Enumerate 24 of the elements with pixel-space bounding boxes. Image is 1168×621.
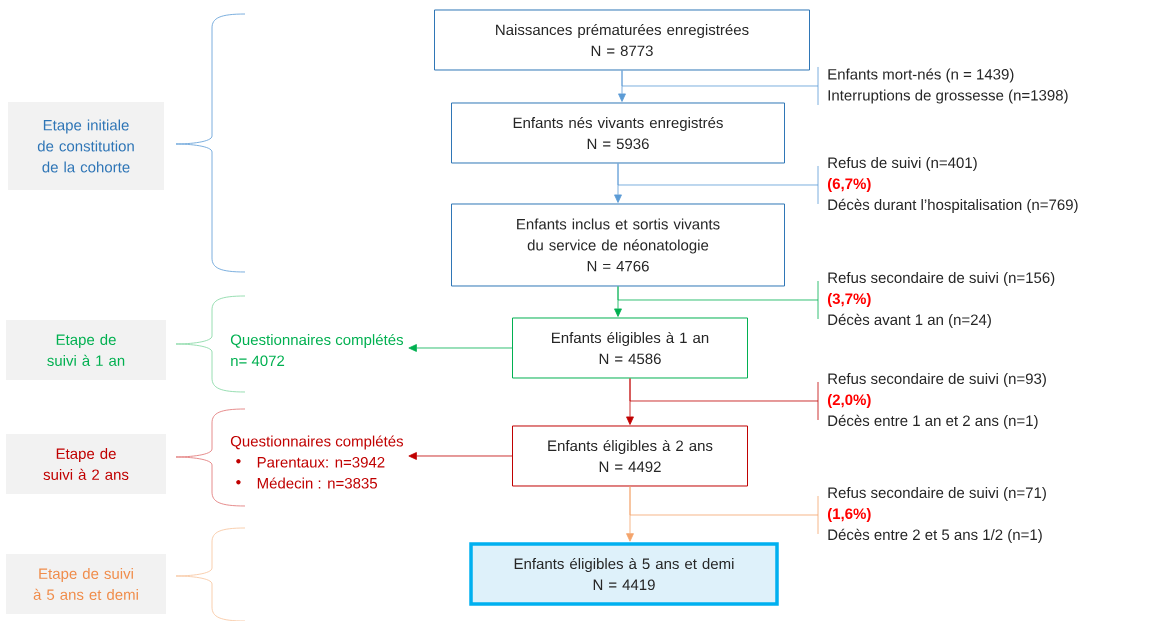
- branch-line: [621, 70, 819, 87]
- arrow: [408, 344, 513, 352]
- branch-line: [629, 486, 819, 516]
- stage-label: Etape de suivi à 2 ans: [6, 434, 166, 494]
- stage-label: Etape de suivi à 5 ans et demi: [6, 554, 166, 614]
- process-box: Enfants nés vivants enregistrés N = 5936: [451, 102, 785, 164]
- exclusion-note: Refus secondaire de suivi (n=156) (3,7%) Décès avant 1 an (n=24): [827, 272, 1055, 328]
- branch-line: [617, 163, 819, 186]
- branch-line: [629, 378, 819, 402]
- branch-line: [617, 286, 819, 301]
- arrow: [408, 452, 513, 460]
- process-box: Enfants éligibles à 1 an N = 4586: [512, 317, 748, 379]
- process-box: Enfants éligibles à 5 ans et demi N = 4419: [469, 542, 779, 606]
- outcome-note: Questionnaires complétés n= 4072: [230, 333, 404, 367]
- stage-label: Etape de suivi à 1 an: [6, 320, 166, 380]
- exclusion-note: Refus de suivi (n=401) (6,7%) Décès durant l’hospitalisation (n=769): [827, 157, 1078, 213]
- exclusion-note: Refus secondaire de suivi (n=93) (2,0%) Décès entre 1 an et 2 ans (n=1): [827, 373, 1046, 429]
- process-box: Enfants inclus et sortis vivants du service de néonatologie N = 4766: [451, 203, 785, 287]
- process-box: Naissances prématurées enregistrées N = 8773: [434, 9, 810, 71]
- outcome-note: Questionnaires complétés Parentaux: n=3942 Médecin : n=3835: [230, 435, 404, 489]
- stage-label: Etape initiale de constitution de la cohorte: [8, 102, 164, 190]
- exclusion-note: Refus secondaire de suivi (n=71) (1,6%) Décès entre 2 et 5 ans 1/2 (n=1): [827, 487, 1046, 543]
- process-box: Enfants éligibles à 2 ans N = 4492: [512, 425, 748, 487]
- exclusion-note: Enfants mort-nés (n = 1439) Interruptions de grossesse (n=1398): [828, 68, 1068, 104]
